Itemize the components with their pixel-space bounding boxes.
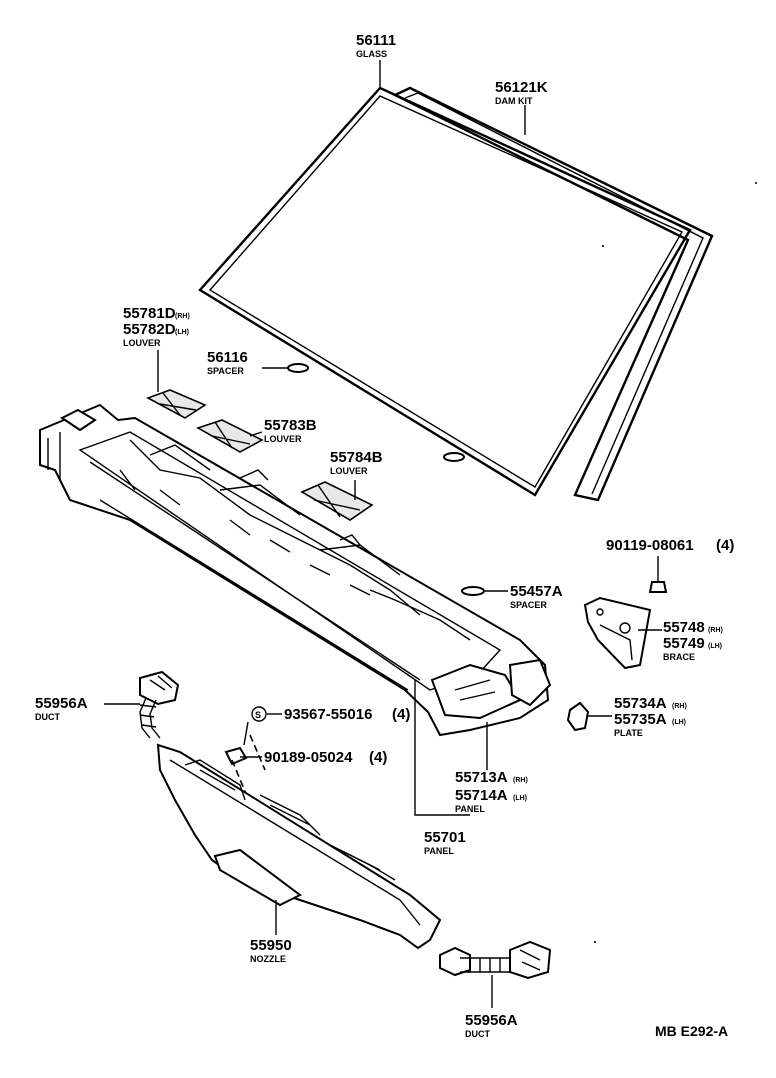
svg-text:(LH): (LH) — [708, 643, 722, 650]
svg-text:SPACER: SPACER — [510, 600, 547, 610]
svg-text:55784B: 55784B — [330, 449, 383, 466]
callout-dam-kit: 56121K DAM KIT — [495, 79, 548, 106]
svg-text:(LH): (LH) — [513, 795, 527, 802]
svg-text:55956A: 55956A — [465, 1012, 518, 1029]
svg-text:SPACER: SPACER — [207, 366, 244, 376]
callout-plate: 55734A (RH) 55735A (LH) PLATE — [614, 695, 687, 738]
callout-clip: 90189-05024 (4) — [240, 749, 387, 766]
nozzle-shape — [156, 743, 442, 950]
glass-spacer-shape — [443, 452, 465, 462]
callout-duct-top: 55956A DUCT — [35, 695, 88, 722]
svg-text:(4): (4) — [716, 537, 734, 554]
svg-text:56116: 56116 — [207, 349, 248, 366]
svg-text:55713A: 55713A — [455, 769, 508, 786]
svg-text:55783B: 55783B — [264, 417, 317, 434]
plate-shape — [566, 701, 612, 732]
svg-text:DAM KIT: DAM KIT — [495, 96, 533, 106]
svg-text:(RH): (RH) — [708, 627, 723, 634]
callout-louver-55784b: 55784B LOUVER — [330, 449, 383, 476]
svg-text:(RH): (RH) — [513, 777, 528, 784]
louver-55783b-shape — [196, 419, 264, 453]
svg-text:DUCT: DUCT — [465, 1029, 490, 1039]
svg-text:GLASS: GLASS — [356, 49, 387, 59]
callout-spacer-55457a: 55457A SPACER — [510, 583, 563, 610]
svg-text:55782D: 55782D — [123, 321, 176, 338]
callout-duct-bottom: 55956A DUCT — [465, 1012, 518, 1039]
svg-text:56121K: 56121K — [495, 79, 548, 96]
svg-text:(LH): (LH) — [175, 329, 189, 336]
spacer-55457a-shape — [461, 586, 485, 596]
svg-text:55734A: 55734A — [614, 695, 667, 712]
callout-bolt: 90119-08061 (4) — [606, 537, 734, 554]
svg-text:PLATE: PLATE — [614, 728, 643, 738]
svg-text:PANEL: PANEL — [424, 846, 454, 856]
brace-shape — [583, 596, 652, 670]
svg-text:DUCT: DUCT — [35, 712, 60, 722]
duct-top-shape — [139, 670, 180, 739]
svg-text:55457A: 55457A — [510, 583, 563, 600]
callout-screw: S 93567-55016 (4) — [251, 706, 410, 723]
svg-text:55701: 55701 — [424, 829, 466, 846]
figure-reference: MB E292-A — [655, 1023, 728, 1039]
louver-55784b-shape — [300, 481, 374, 521]
svg-text:PANEL: PANEL — [455, 804, 485, 814]
svg-text:(RH): (RH) — [175, 313, 190, 320]
dam-kit-molding — [392, 86, 714, 502]
svg-text:BRACE: BRACE — [663, 652, 695, 662]
duct-bottom-shape — [439, 940, 552, 1008]
svg-text:LOUVER: LOUVER — [330, 466, 368, 476]
louver-55781d-shape — [146, 389, 207, 419]
callout-louver-55783b: 55783B LOUVER — [264, 417, 317, 444]
svg-text:LOUVER: LOUVER — [123, 338, 161, 348]
svg-text:55735A: 55735A — [614, 711, 667, 728]
cowl-panel-shape — [39, 403, 552, 737]
svg-text:55714A: 55714A — [455, 787, 508, 804]
svg-text:(LH): (LH) — [672, 719, 686, 726]
svg-text:LOUVER: LOUVER — [264, 434, 302, 444]
svg-text:90119-08061: 90119-08061 — [606, 537, 694, 554]
svg-text:55748: 55748 — [663, 619, 705, 636]
svg-text:56111: 56111 — [356, 32, 396, 49]
svg-text:(RH): (RH) — [672, 703, 687, 710]
spacer-56116-shape — [287, 363, 309, 373]
callout-spacer-56116: 56116 SPACER — [207, 349, 248, 376]
svg-text:(4): (4) — [392, 706, 410, 723]
callout-glass: 56111 GLASS — [356, 32, 396, 59]
svg-text:55749: 55749 — [663, 635, 705, 652]
svg-text:90189-05024: 90189-05024 — [264, 749, 353, 766]
svg-text:S: S — [255, 710, 261, 720]
callout-louver-lr: 55781D (RH) 55782D (LH) LOUVER — [123, 305, 190, 348]
callout-nozzle: 55950 NOZZLE — [250, 937, 292, 964]
callout-panel: 55701 PANEL — [424, 829, 466, 856]
svg-text:55950: 55950 — [250, 937, 292, 954]
bolt-shape — [648, 556, 668, 593]
svg-text:NOZZLE: NOZZLE — [250, 954, 286, 964]
callout-brace: 55748 (RH) 55749 (LH) BRACE — [663, 619, 723, 662]
svg-text:93567-55016: 93567-55016 — [284, 706, 372, 723]
svg-text:(4): (4) — [369, 749, 387, 766]
svg-text:55781D: 55781D — [123, 305, 176, 322]
svg-text:55956A: 55956A — [35, 695, 88, 712]
callout-panel-side: 55713A (RH) 55714A (LH) PANEL — [455, 769, 528, 814]
